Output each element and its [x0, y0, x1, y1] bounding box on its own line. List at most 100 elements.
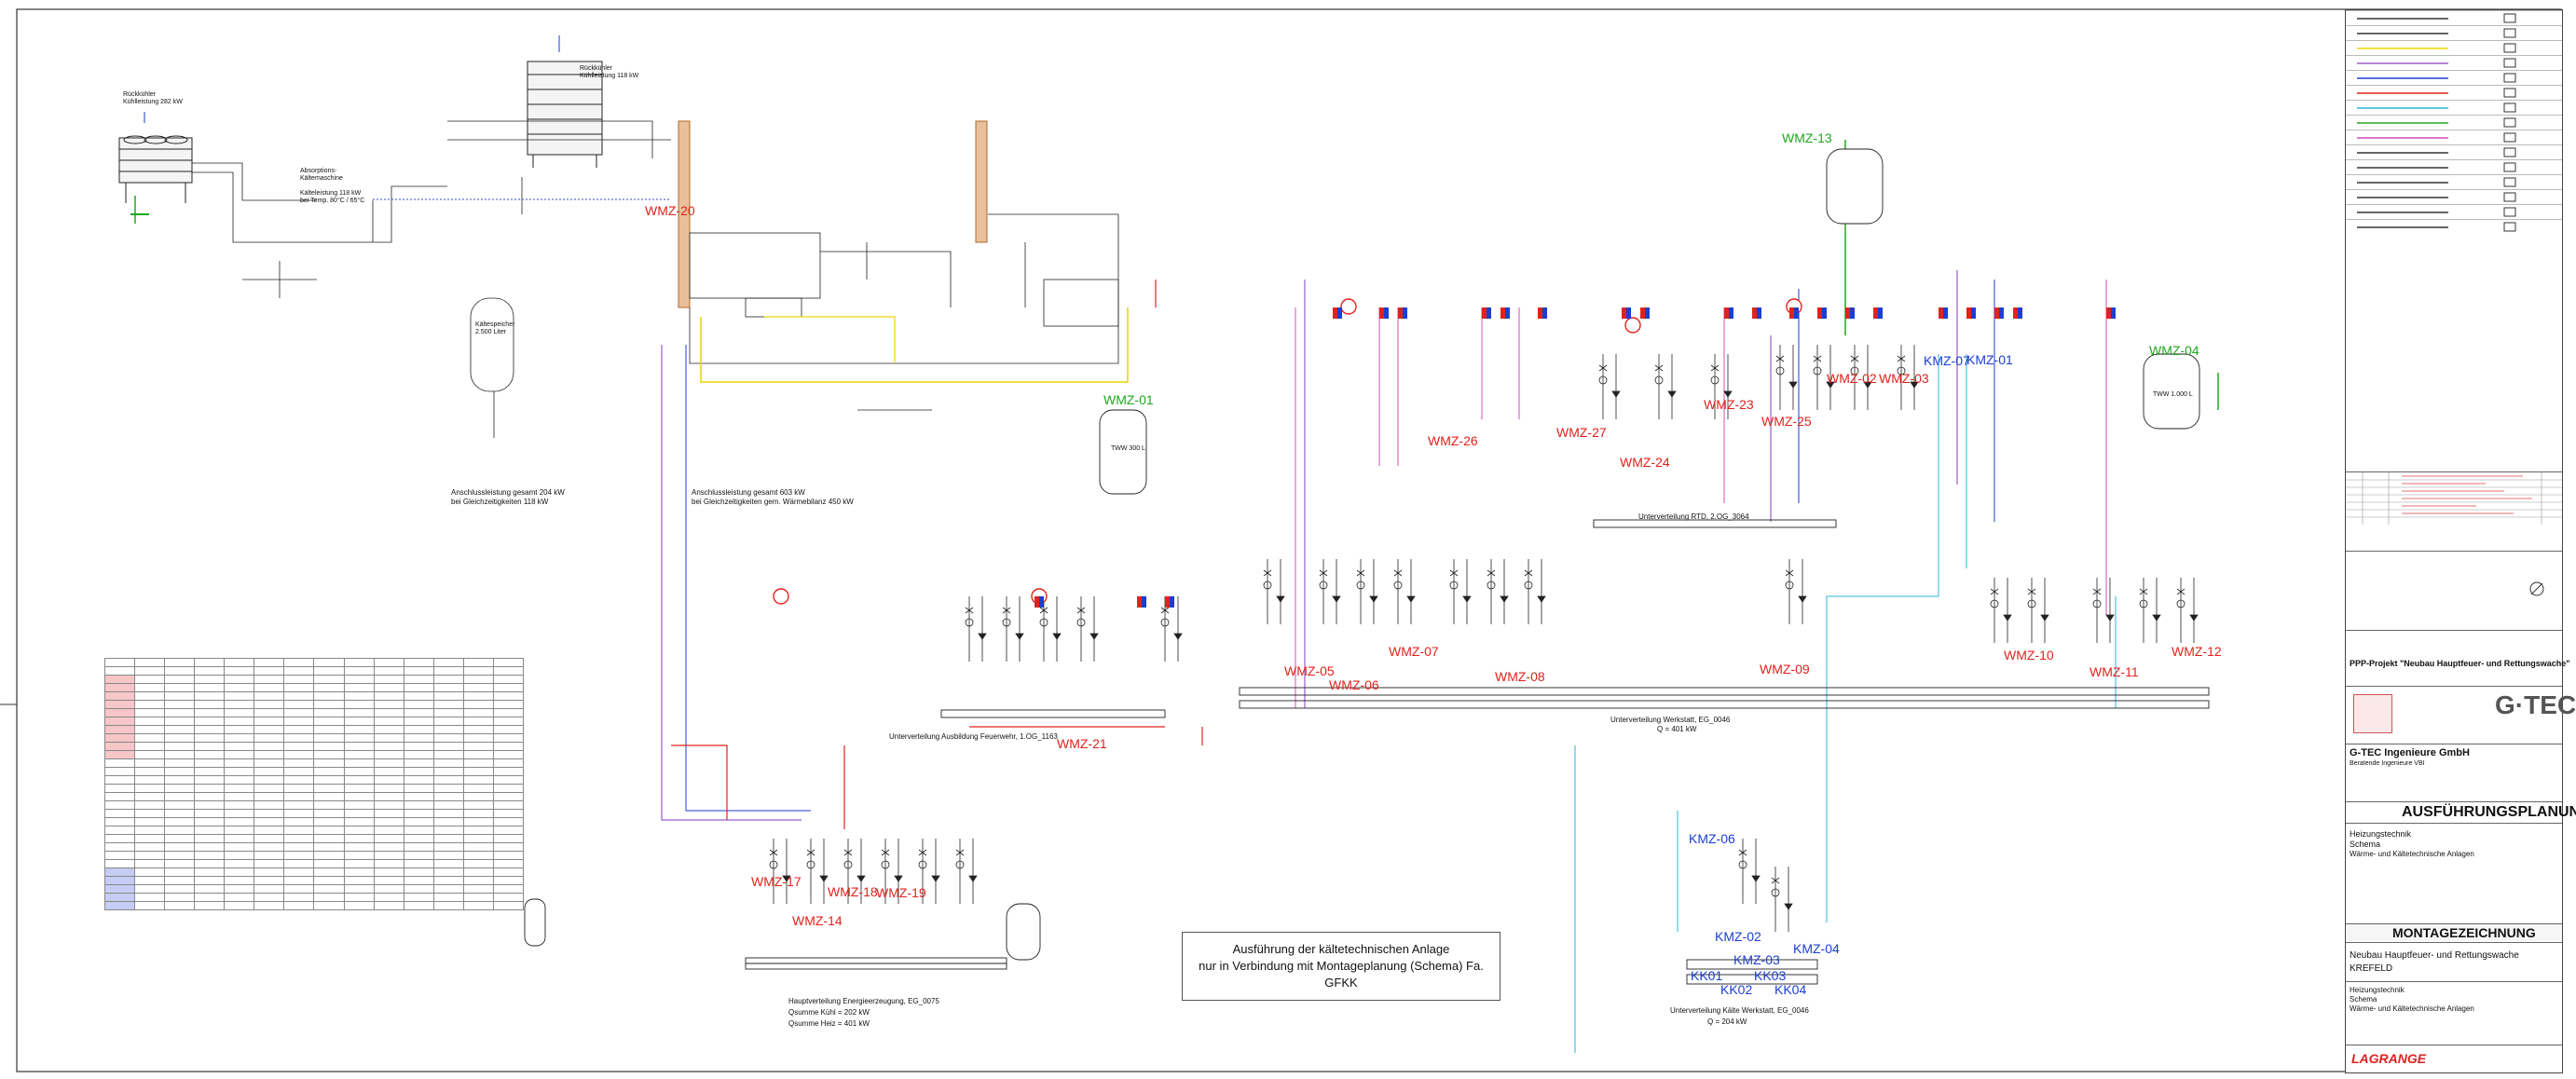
table-row	[103, 876, 525, 885]
table-cell	[343, 826, 375, 835]
table-cell	[462, 826, 494, 835]
zone-valve-flag	[2013, 307, 2022, 319]
table-cell	[343, 758, 375, 768]
table-row	[103, 784, 525, 793]
table-cell	[103, 817, 136, 826]
table-cell	[462, 775, 494, 785]
discipline-3: Wärme- und Kältetechnische Anlagen	[2350, 850, 2474, 858]
north-arrow-box	[2346, 551, 2562, 626]
table-cell	[283, 725, 315, 734]
table-cell	[432, 758, 464, 768]
symbol-legend	[2346, 10, 2562, 234]
table-cell	[283, 758, 315, 768]
table-cell	[313, 658, 345, 667]
discipline2-3: Wärme- und Kältetechnische Anlagen	[2350, 1004, 2474, 1013]
table-cell	[224, 884, 255, 894]
legend-row	[2346, 55, 2562, 70]
table-cell	[462, 842, 494, 852]
table-cell	[432, 708, 464, 717]
uv-werkstatt-label: Unterverteilung Werkstatt, EG_0046	[1610, 716, 1731, 724]
table-cell	[164, 784, 196, 793]
circuit-kk03: KK03	[1754, 968, 1787, 983]
table-cell	[134, 708, 166, 717]
table-cell	[103, 901, 136, 910]
table-row	[103, 675, 525, 684]
pump-group	[1263, 559, 1285, 624]
table-cell	[134, 842, 166, 852]
pump-group	[2092, 578, 2115, 643]
meter-wmz-13: WMZ-13	[1782, 130, 1832, 145]
zone-valve-flag	[1622, 307, 1631, 319]
zone-valve-flag	[1845, 307, 1855, 319]
table-cell	[164, 700, 196, 709]
table-cell	[194, 826, 226, 835]
table-cell	[253, 691, 285, 701]
absorber-label-1: Absorptions-	[300, 168, 337, 174]
table-cell	[283, 733, 315, 743]
table-cell	[492, 867, 525, 877]
table-cell	[103, 717, 136, 726]
table-cell	[164, 725, 196, 734]
table-cell	[403, 876, 434, 885]
table-cell	[194, 867, 226, 877]
table-cell	[462, 658, 494, 667]
table-row	[103, 666, 525, 676]
footer-logo: LAGRANGE	[2351, 1051, 2427, 1066]
zone-valve-flag	[1939, 307, 1948, 319]
pump-group	[881, 839, 903, 904]
table-cell	[373, 666, 404, 676]
table-cell	[432, 750, 464, 759]
table-cell	[224, 750, 255, 759]
table-cell	[134, 800, 166, 810]
table-cell	[164, 767, 196, 776]
table-cell	[224, 817, 255, 826]
table-cell	[373, 876, 404, 885]
table-cell	[253, 742, 285, 751]
zone-valve-flag	[1966, 307, 1976, 319]
table-cell	[373, 683, 404, 692]
table-row	[103, 826, 525, 835]
pump-group	[1710, 354, 1733, 419]
table-cell	[313, 767, 345, 776]
table-cell	[194, 800, 226, 810]
table-cell	[253, 842, 285, 852]
table-cell	[164, 851, 196, 860]
table-cell	[224, 876, 255, 885]
meter-kmz-03: KMZ-03	[1733, 952, 1780, 967]
table-cell	[103, 683, 136, 692]
legend-row	[2346, 25, 2562, 40]
table-cell	[313, 683, 345, 692]
table-cell	[373, 675, 404, 684]
anschluss-left-b: bei Gleichzeitigkeiten 118 kW	[451, 498, 549, 506]
table-cell	[462, 717, 494, 726]
table-cell	[343, 675, 375, 684]
flue-chimneys	[678, 120, 988, 308]
discipline-1: Heizungstechnik	[2350, 829, 2412, 839]
table-cell	[103, 884, 136, 894]
table-cell	[432, 784, 464, 793]
table-cell	[283, 666, 315, 676]
pump-group	[1524, 559, 1546, 624]
pump-group	[1487, 559, 1509, 624]
table-cell	[224, 725, 255, 734]
table-cell	[194, 658, 226, 667]
meter-wmz-09: WMZ-09	[1760, 662, 1810, 676]
stamp-image	[2353, 694, 2392, 733]
pump-group	[1598, 354, 1621, 419]
meter-wmz-27: WMZ-27	[1556, 425, 1607, 440]
table-cell	[164, 758, 196, 768]
anschluss-center-a: Anschlussleistung gesamt 603 kW	[692, 488, 805, 497]
table-cell	[343, 792, 375, 801]
company-box: G-TEC Ingenieure GmbH Beratende Ingenieu…	[2346, 744, 2562, 772]
table-cell	[432, 800, 464, 810]
table-row	[103, 867, 525, 877]
table-row	[103, 683, 525, 692]
table-cell	[194, 758, 226, 768]
table-cell	[253, 708, 285, 717]
table-cell	[462, 792, 494, 801]
table-cell	[224, 792, 255, 801]
table-cell	[403, 792, 434, 801]
twe-left-label: TWW 300 L	[1111, 445, 1145, 452]
table-cell	[432, 742, 464, 751]
table-cell	[283, 683, 315, 692]
